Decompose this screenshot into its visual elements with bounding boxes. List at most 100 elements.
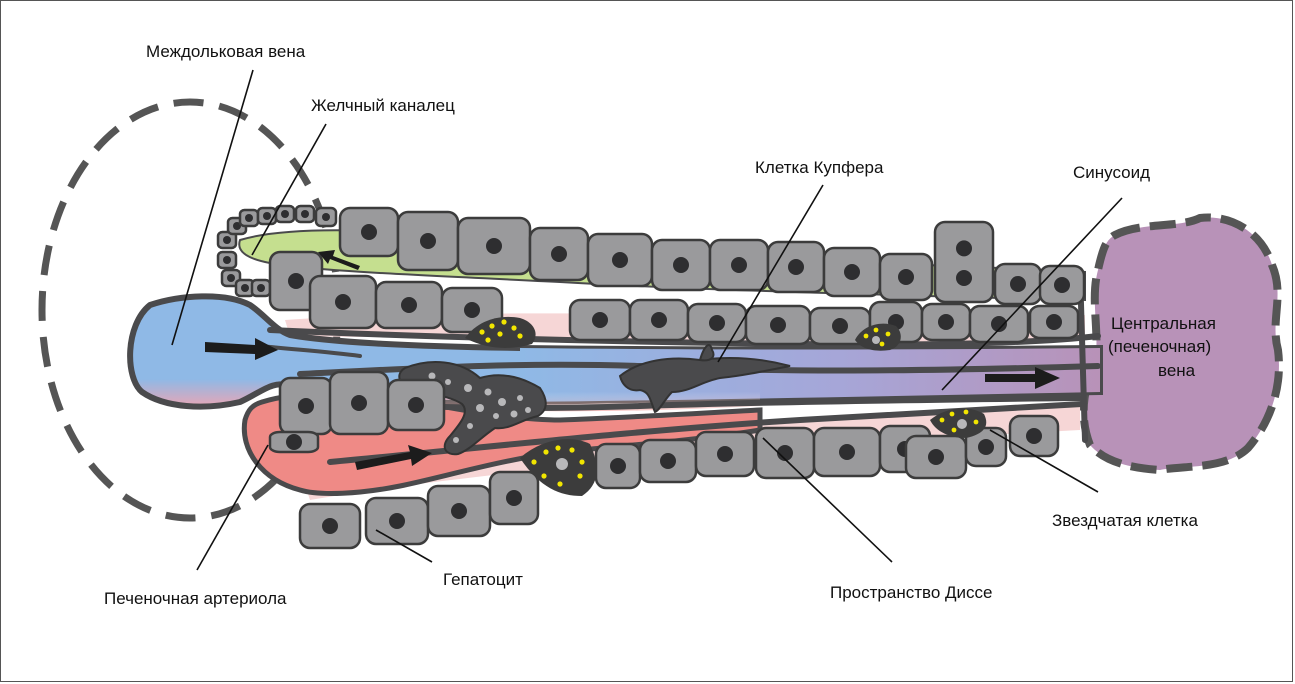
hepatocyte-nucleus <box>612 252 628 268</box>
hepatocyte-nucleus <box>731 257 747 273</box>
hepatocyte-cell <box>935 222 993 302</box>
label-stellate-cell: Звездчатая клетка <box>1052 511 1198 530</box>
hepatocyte-nucleus <box>844 264 860 280</box>
hepatocyte-cell <box>688 304 746 342</box>
hepatocyte-cell <box>376 282 442 328</box>
hepatocyte-cell <box>310 276 376 328</box>
hepatocyte-nucleus <box>709 315 725 331</box>
hepatocyte-nucleus <box>928 449 944 465</box>
label-space-of-disse: Пространство Диссе <box>830 583 992 602</box>
hepatocyte-cell <box>596 444 640 488</box>
hepatocyte-nucleus <box>286 434 302 450</box>
hepatocyte-nucleus <box>361 224 377 240</box>
hepatocyte-nucleus <box>1046 314 1062 330</box>
hepatocyte-nucleus <box>898 269 914 285</box>
hepatocyte-cell <box>746 306 810 344</box>
label-central-vein-2: (печеночная) <box>1108 337 1211 356</box>
label-kupffer-cell: Клетка Купфера <box>755 158 884 177</box>
hepatocyte-nucleus <box>839 444 855 460</box>
hepatocyte-nucleus <box>420 233 436 249</box>
hepatocyte-nucleus <box>451 503 467 519</box>
hepatocyte-cell <box>814 428 880 476</box>
hepatocyte-cell <box>1040 266 1084 304</box>
hepatocyte-nucleus <box>938 314 954 330</box>
hepatocyte-cell <box>970 306 1028 342</box>
hepatocyte-cell <box>710 240 768 290</box>
hepatocyte-cell <box>316 208 336 226</box>
hepatocyte-cell <box>588 234 652 286</box>
hepatocyte-nucleus <box>1054 277 1070 293</box>
hepatocyte-nucleus <box>408 397 424 413</box>
hepatocyte-cell <box>296 206 314 222</box>
hepatocyte-cell <box>270 432 318 452</box>
hepatocyte-nucleus <box>223 256 231 264</box>
hepatocyte-cell <box>652 240 710 290</box>
hepatocyte-nucleus <box>257 284 265 292</box>
hepatocyte-nucleus <box>322 518 338 534</box>
hepatocyte-nucleus <box>464 302 480 318</box>
hepatocyte-nucleus <box>486 238 502 254</box>
hepatocyte-nucleus <box>717 446 733 462</box>
hepatocyte-nucleus <box>288 273 304 289</box>
hepatocyte-cell <box>696 432 754 476</box>
hepatocyte-cell <box>768 242 824 292</box>
hepatocyte-cell <box>252 280 270 296</box>
hepatocyte-nucleus <box>610 458 626 474</box>
hepatocyte-nucleus <box>263 212 271 220</box>
hepatocyte-nucleus <box>956 270 972 286</box>
hepatocyte-cell <box>880 254 932 300</box>
label-hepatocyte: Гепатоцит <box>443 570 523 589</box>
hepatocyte-cell <box>388 380 444 430</box>
label-sinusoid: Синусоид <box>1073 163 1150 182</box>
hepatocyte-nucleus <box>1026 428 1042 444</box>
hepatocyte-nucleus <box>956 240 972 256</box>
hepatocyte-nucleus <box>351 395 367 411</box>
label-hepatic-arteriole: Печеночная артериола <box>104 589 287 608</box>
hepatocyte-cell <box>340 208 398 256</box>
hepatocyte-cell <box>428 486 490 536</box>
hepatocyte-nucleus <box>401 297 417 313</box>
hepatocyte-cell <box>530 228 588 280</box>
hepatocyte-nucleus <box>978 439 994 455</box>
hepatocyte-cell <box>570 300 630 340</box>
label-interlobular-vein: Междольковая вена <box>146 42 306 61</box>
hepatocyte-cell <box>218 252 236 268</box>
hepatocyte-nucleus <box>322 213 330 221</box>
hepatocyte-cell <box>640 440 696 482</box>
hepatocyte-nucleus <box>227 274 235 282</box>
hepatocyte-nucleus <box>223 236 231 244</box>
hepatocyte-nucleus <box>335 294 351 310</box>
hepatocyte-nucleus <box>245 214 253 222</box>
label-central-vein-3: вена <box>1158 361 1196 380</box>
hepatocyte-nucleus <box>592 312 608 328</box>
hepatocyte-cell <box>922 304 970 340</box>
hepatocyte-nucleus <box>301 210 309 218</box>
hepatocyte-cell <box>280 378 332 434</box>
hepatocyte-cell <box>630 300 688 340</box>
hepatocyte-cell <box>906 436 966 478</box>
hepatocyte-cell <box>995 264 1041 304</box>
hepatocyte-cell <box>458 218 530 274</box>
hepatocyte-cell <box>824 248 880 296</box>
hepatocyte-nucleus <box>832 318 848 334</box>
hepatocyte-nucleus <box>1010 276 1026 292</box>
hepatocyte-cell <box>366 498 428 544</box>
hepatocyte-cell <box>330 372 388 434</box>
hepatocyte-nucleus <box>298 398 314 414</box>
hepatocyte-cell <box>756 428 814 478</box>
hepatocyte-cell <box>300 504 360 548</box>
hepatocyte-cell <box>240 210 258 226</box>
hepatocyte-nucleus <box>651 312 667 328</box>
hepatocyte-nucleus <box>673 257 689 273</box>
label-bile-canaliculus: Желчный каналец <box>311 96 455 115</box>
hepatocyte-nucleus <box>660 453 676 469</box>
hepatocyte-cell <box>398 212 458 270</box>
hepatocyte-nucleus <box>241 284 249 292</box>
hepatocyte-cell <box>1030 306 1078 338</box>
hepatocyte-nucleus <box>389 513 405 529</box>
label-central-vein-1: Центральная <box>1111 314 1216 333</box>
hepatocyte-nucleus <box>551 246 567 262</box>
hepatocyte-cell <box>490 472 538 524</box>
